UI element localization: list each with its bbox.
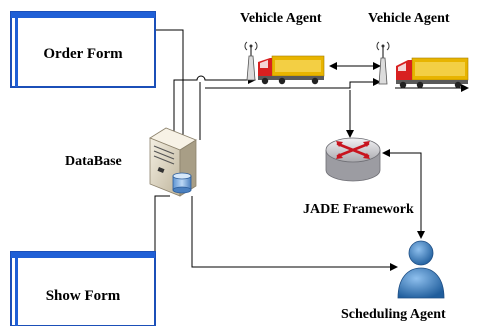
truck-icon: [396, 57, 469, 89]
router-icon: [325, 137, 381, 182]
vehicle-agent-2: Vehicle Agent: [368, 11, 469, 89]
connector-jade-scheduling: [382, 149, 425, 239]
database-cylinder-icon: [172, 172, 192, 194]
truck-icon: [258, 55, 325, 85]
connector-orderform-database: [155, 29, 184, 150]
connector-showform-database: [154, 195, 170, 252]
database-node: DataBase: [65, 127, 197, 197]
connectors: [154, 29, 469, 271]
scheduling-agent-label: Scheduling Agent: [341, 307, 446, 322]
vehicle-agent-1-label: Vehicle Agent: [240, 11, 322, 26]
connector-database-scheduling: [191, 196, 398, 271]
antenna-icon: [244, 41, 258, 81]
antenna-icon: [376, 41, 390, 85]
vehicle-agent-2-label: Vehicle Agent: [368, 11, 450, 26]
scheduling-agent-node: Scheduling Agent: [341, 240, 446, 322]
order-form-label: Order Form: [43, 46, 123, 62]
connector-bus-vehicle2: [205, 78, 381, 89]
vehicle-agent-1: Vehicle Agent: [240, 11, 325, 85]
connector-database-vehicle1: [173, 75, 256, 160]
jade-framework-node: JADE Framework: [303, 137, 414, 217]
order-form-box: Order Form: [10, 11, 156, 88]
jade-framework-label: JADE Framework: [303, 202, 414, 217]
show-form-box: Show Form: [10, 251, 156, 326]
person-icon: [397, 240, 445, 299]
database-label: DataBase: [65, 154, 122, 169]
show-form-label: Show Form: [46, 288, 121, 304]
